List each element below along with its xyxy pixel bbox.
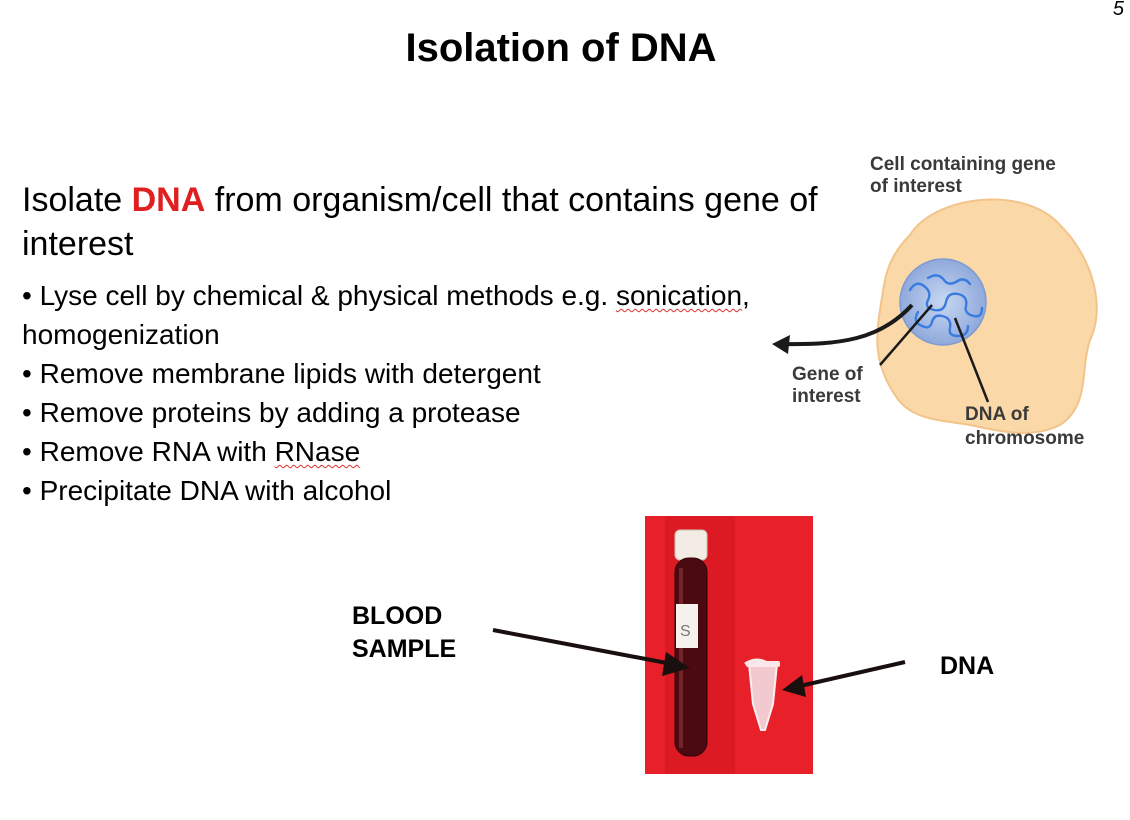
bullet-marker: • (22, 475, 32, 506)
tube-cap (674, 529, 708, 561)
chromosome-dna (908, 274, 984, 338)
bullet-item: • Precipitate DNA with alcohol (22, 471, 782, 510)
chromosome-label-line: chromosome (965, 428, 1084, 449)
bullet-item: • Lyse cell by chemical & physical metho… (22, 276, 782, 354)
bullet-item: • Remove proteins by adding a protease (22, 393, 782, 432)
bullet-marker: • (22, 397, 32, 428)
chromosome-label: DNA of chromosome (965, 404, 1084, 449)
gene-extraction-arrow (781, 303, 914, 347)
bullet-text: Remove RNA with (31, 436, 275, 467)
tube-label-text: S (680, 623, 691, 640)
bullet-text: Lyse cell by chemical & physical methods… (31, 280, 616, 311)
page-number: 5 (1112, 0, 1124, 20)
bullet-item: • Remove membrane lipids with detergent (22, 354, 782, 393)
bullet-text: Remove proteins by adding a protease (31, 397, 521, 428)
gene-label: Gene of interest (792, 364, 868, 407)
gene-pointer-line (879, 304, 933, 366)
bullet-text: Remove membrane lipids with detergent (31, 358, 541, 389)
tube-highlight (679, 568, 683, 748)
bullet-item: • Remove RNA with RNase (22, 432, 782, 471)
lead-statement: Isolate DNA from organism/cell that cont… (22, 178, 822, 266)
bullet-text: Precipitate DNA with alcohol (31, 475, 392, 506)
bullet-list: • Lyse cell by chemical & physical metho… (22, 276, 782, 510)
nucleus (899, 258, 987, 346)
dna-tube-rim (746, 661, 780, 667)
bullet-marker: • (22, 436, 32, 467)
dna-arrow-line (799, 660, 906, 688)
sample-photo: S (645, 516, 813, 774)
tube-label (676, 604, 698, 648)
bullet-text-tail: , homogenization (22, 280, 750, 350)
caption-line: of interest (870, 176, 963, 197)
spell-flagged-word: RNase (274, 436, 361, 467)
blood-label-line: SAMPLE (352, 635, 457, 663)
blood-label-line: BLOOD (352, 602, 443, 630)
spell-flagged-word: sonication (615, 280, 743, 311)
cell-diagram: Cell containing gene of interest Gene of… (772, 154, 1098, 449)
diagram-caption: Cell containing gene of interest (870, 154, 1061, 197)
chromosome-pointer-line (953, 317, 990, 403)
arrow-head (772, 335, 790, 354)
bullet-marker: • (22, 280, 32, 311)
gene-label-line: interest (792, 386, 861, 407)
dna-label: DNA (940, 652, 995, 680)
gene-label-line: Gene of (792, 364, 863, 385)
bullet-marker: • (22, 358, 32, 389)
slide-title: Isolation of DNA (405, 26, 717, 70)
lead-highlight: DNA (131, 181, 206, 219)
lead-prefix: Isolate (22, 181, 132, 219)
lead-suffix: from organism/cell that contains gene of… (22, 181, 818, 263)
blood-sample-label: BLOOD SAMPLE (352, 600, 456, 666)
chromosome-label-line: DNA of (965, 404, 1029, 425)
caption-line: Cell containing gene (870, 154, 1056, 175)
